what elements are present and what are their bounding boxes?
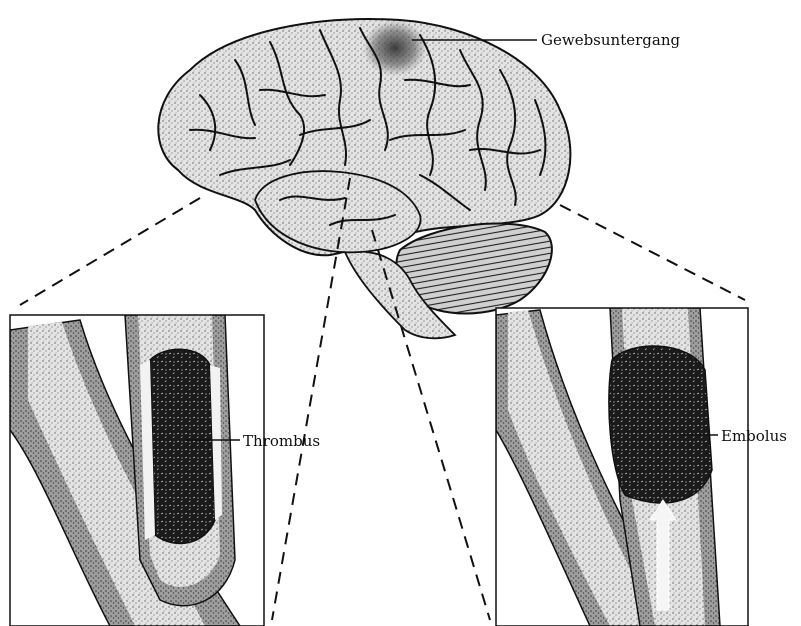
- embolus-panel: [496, 308, 748, 626]
- label-tissue-death: Gewebsuntergang: [541, 31, 680, 49]
- zoom-line-left-outer: [20, 198, 200, 305]
- brain-illustration: [158, 19, 570, 338]
- lesion-area: [363, 20, 427, 76]
- label-thrombus: Thrombus: [243, 432, 320, 450]
- thrombus-clot: [150, 349, 215, 543]
- embolus-clot: [609, 346, 712, 503]
- thrombus-panel: [10, 315, 264, 626]
- label-embolus: Embolus: [721, 427, 787, 445]
- zoom-line-right-outer: [560, 205, 745, 300]
